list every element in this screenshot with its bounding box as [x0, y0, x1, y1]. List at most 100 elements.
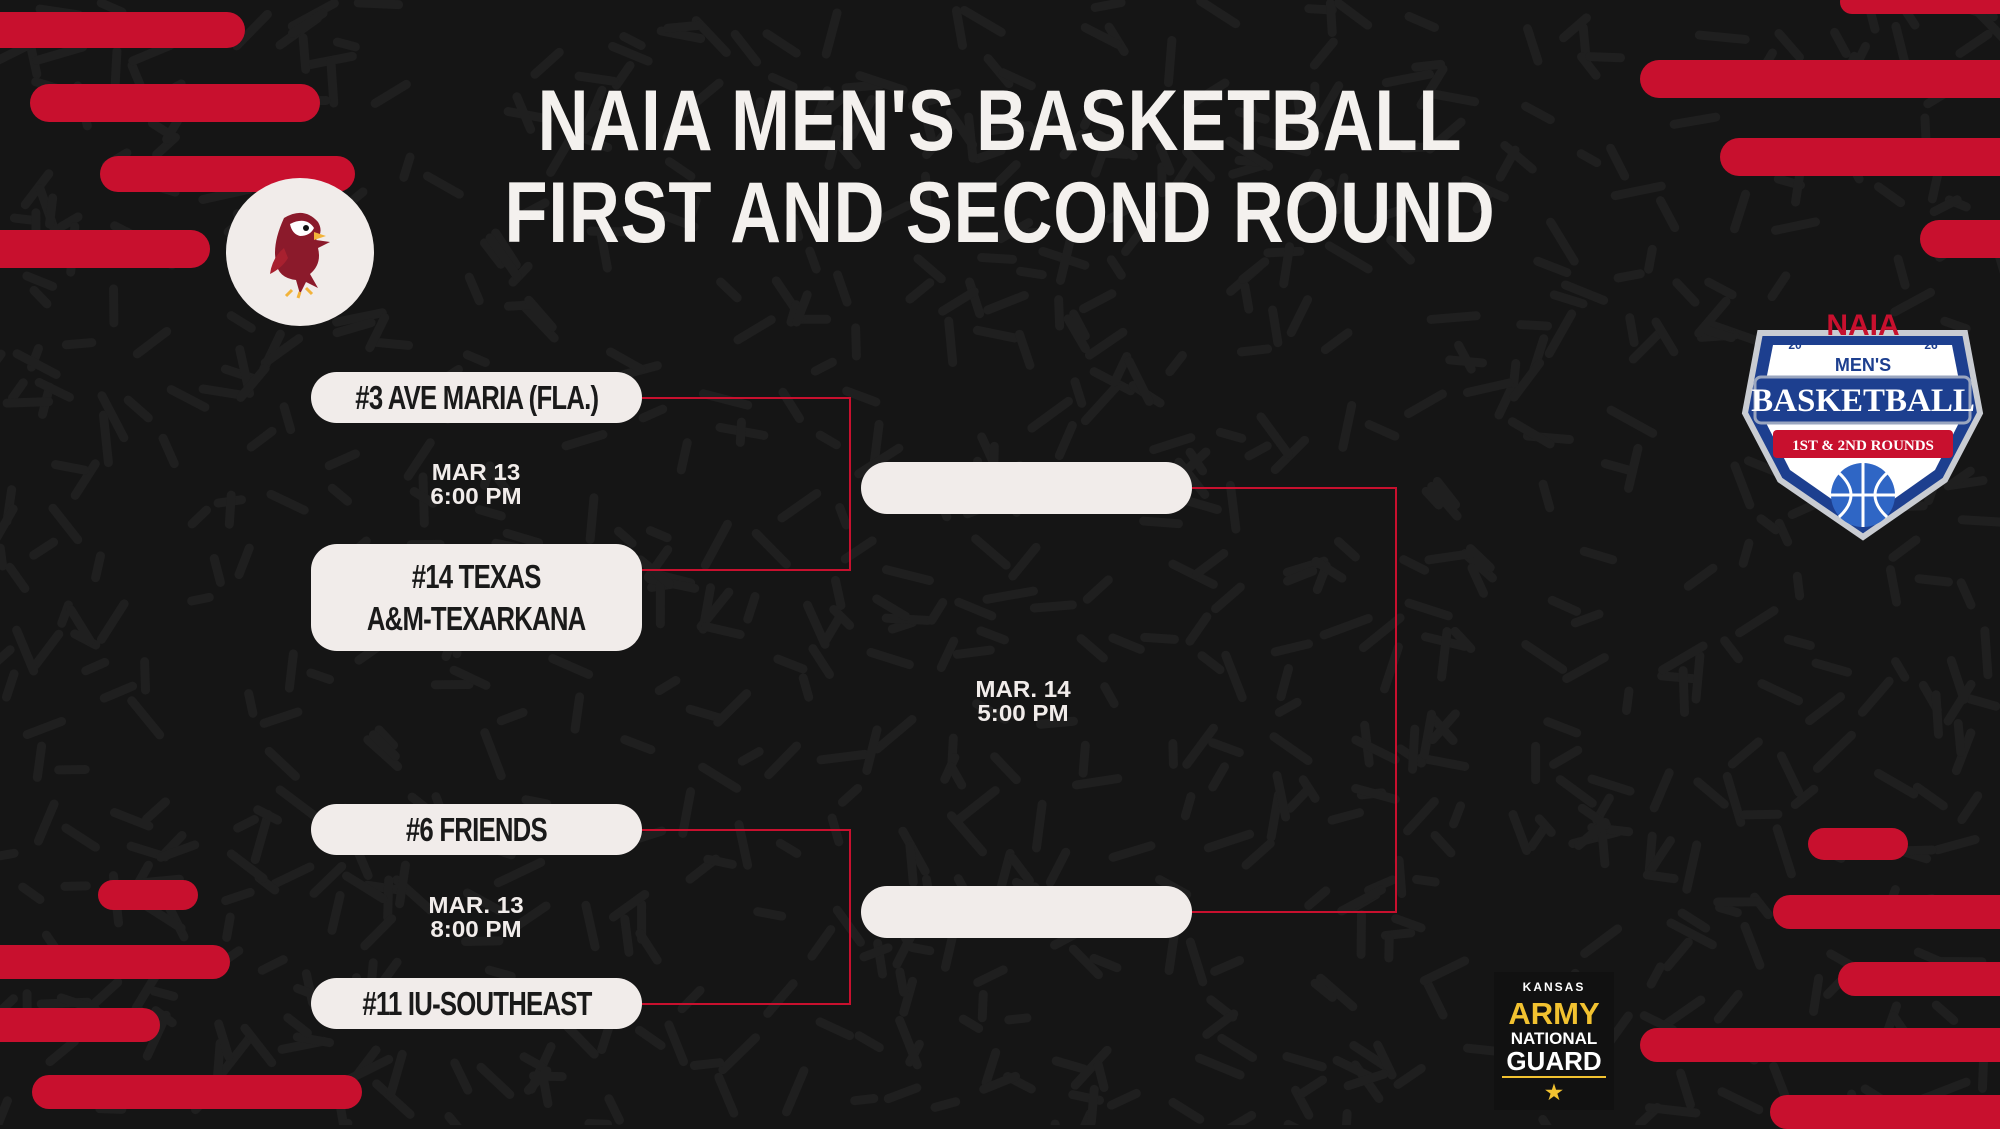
texture-dash: [1781, 756, 1798, 792]
texture-dash: [10, 567, 25, 588]
texture-dash: [1343, 405, 1352, 447]
texture-dash: [1220, 432, 1241, 438]
texture-dash: [50, 1041, 75, 1061]
texture-dash: [1709, 282, 1733, 295]
texture-dash: [1514, 364, 1516, 384]
texture-dash: [489, 970, 511, 976]
texture-dash: [1019, 334, 1029, 365]
badge-brand: NAIA: [1826, 309, 1899, 342]
texture-dash: [812, 930, 831, 957]
texture-dash: [590, 498, 594, 540]
texture-dash: [251, 431, 272, 447]
texture-dash: [1083, 745, 1085, 773]
texture-dash: [935, 1102, 956, 1108]
texture-dash: [1592, 779, 1630, 791]
texture-dash: [681, 443, 687, 470]
team-name: #14 TEXAS A&M-TEXARKANA: [367, 556, 586, 640]
second-round-slot-bottom: [861, 886, 1192, 938]
texture-dash: [1654, 773, 1669, 808]
texture-dash: [668, 25, 699, 28]
texture-dash: [748, 596, 755, 619]
texture-dash: [690, 709, 720, 718]
decor-stripe: [1808, 828, 1908, 860]
texture-dash: [1649, 1108, 1695, 1113]
texture-dash: [1779, 34, 1800, 58]
texture-dash: [1683, 671, 1684, 713]
texture-dash: [203, 389, 241, 395]
texture-dash: [66, 343, 92, 345]
texture-dash: [375, 84, 406, 103]
texture-dash: [227, 917, 231, 937]
texture-dash: [1762, 684, 1799, 701]
texture-dash: [1745, 926, 1760, 965]
texture-dash: [900, 972, 904, 992]
army-national-guard-logo: KANSAS ARMY NATIONAL GUARD ★: [1494, 972, 1614, 1110]
texture-dash: [171, 390, 205, 408]
texture-dash: [1314, 42, 1333, 65]
texture-dash: [877, 599, 906, 616]
texture-dash: [1202, 656, 1220, 670]
texture-dash: [1013, 547, 1036, 576]
texture-dash: [1985, 631, 1988, 675]
texture-dash: [1932, 176, 1937, 199]
texture-dash: [1961, 583, 1971, 605]
texture-dash: [1291, 300, 1307, 333]
texture-dash: [721, 282, 738, 298]
texture-dash: [767, 34, 796, 53]
texture-dash: [1431, 316, 1476, 320]
texture-dash: [269, 751, 295, 776]
texture-dash: [297, 1037, 329, 1043]
badge-line1: MEN'S: [1835, 355, 1891, 375]
texture-dash: [1036, 804, 1042, 848]
texture-dash: [1548, 722, 1577, 733]
texture-dash: [1835, 32, 1847, 53]
texture-dash: [1075, 382, 1082, 404]
texture-dash: [963, 1019, 978, 1028]
texture-dash: [27, 276, 53, 286]
texture-dash: [1878, 187, 1900, 203]
game2-schedule: MAR. 13 8:00 PM: [376, 893, 576, 941]
texture-dash: [705, 524, 727, 565]
texture-dash: [1777, 829, 1791, 874]
decor-stripe: [1640, 60, 2000, 98]
texture-dash: [467, 355, 485, 363]
texture-dash: [820, 435, 836, 445]
texture-dash: [314, 866, 342, 893]
texture-dash: [264, 712, 298, 723]
texture-dash: [1626, 691, 1628, 710]
texture-dash: [1647, 875, 1674, 879]
texture-dash: [782, 493, 817, 517]
texture-dash: [128, 400, 148, 418]
texture-dash: [17, 630, 34, 671]
texture-dash: [910, 283, 930, 299]
texture-dash: [957, 650, 990, 654]
texture-dash: [625, 919, 629, 952]
game1-schedule: MAR 13 6:00 PM: [376, 460, 576, 508]
texture-dash: [329, 454, 355, 466]
texture-dash: [1796, 174, 1800, 202]
texture-dash: [1154, 438, 1191, 450]
texture-dash: [1421, 758, 1465, 766]
texture-dash: [229, 495, 231, 524]
texture-dash: [1725, 641, 1739, 659]
texture-dash: [1667, 1000, 1701, 1023]
texture-dash: [1226, 1115, 1252, 1125]
texture-dash: [586, 905, 595, 946]
texture-dash: [1190, 942, 1202, 982]
texture-dash: [1435, 835, 1451, 852]
texture-dash: [192, 510, 206, 524]
texture-dash: [1651, 967, 1660, 984]
texture-dash: [101, 604, 124, 640]
texture-dash: [35, 634, 58, 665]
texture-dash: [981, 631, 1005, 640]
texture-dash: [1085, 386, 1117, 421]
texture-dash: [56, 465, 85, 471]
texture-dash: [284, 407, 291, 430]
texture-dash: [1274, 737, 1308, 761]
texture-dash: [34, 542, 54, 555]
texture-dash: [1554, 750, 1578, 764]
naia-basketball-badge: NAIA 20 26 MEN'S BASKETBALL 1ST & 2ND RO…: [1735, 305, 1990, 545]
texture-dash: [1698, 782, 1725, 804]
texture-dash: [1615, 186, 1661, 196]
sponsor-line3: GUARD: [1494, 1048, 1614, 1074]
